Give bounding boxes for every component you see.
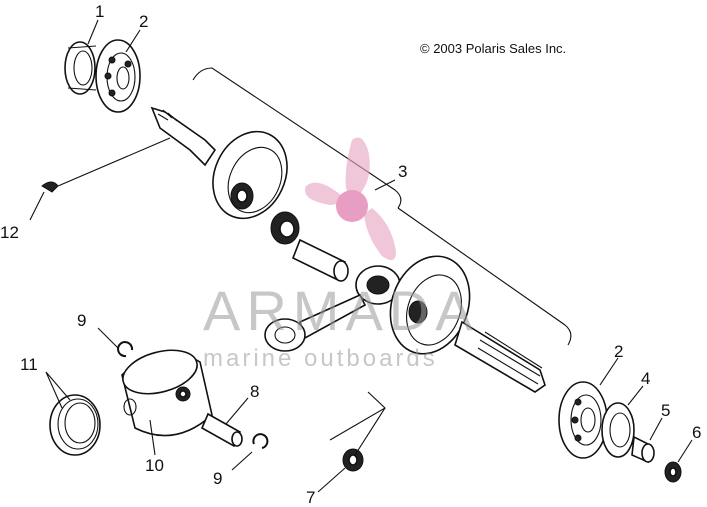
part-4-seal-right	[601, 402, 635, 458]
connecting-rod	[264, 265, 401, 352]
callout-4: 4	[641, 369, 650, 388]
callout-2-right: 2	[614, 342, 623, 361]
part-1-seal	[64, 41, 97, 95]
callout-9-bottom: 9	[213, 469, 222, 488]
callout-3: 3	[398, 162, 407, 181]
copyright-text: © 2003 Polaris Sales Inc.	[420, 41, 566, 56]
part-2-bearing-right	[558, 381, 608, 459]
part-9-clip-top	[117, 341, 134, 358]
part-7-needle-bearing	[329, 391, 386, 472]
part-8-wrist-pin	[200, 412, 243, 448]
callout-6: 6	[692, 423, 701, 442]
part-11-piston-rings	[49, 394, 101, 456]
part-2-bearing-top	[95, 39, 141, 113]
small-needle-bearing	[270, 211, 300, 245]
group-3-bracket	[192, 67, 572, 346]
crankshaft-right-half	[389, 255, 546, 393]
callout-9-top: 9	[77, 311, 86, 330]
callout-1: 1	[95, 2, 104, 21]
part-12-woodruff-key	[41, 137, 171, 193]
part-10-piston	[121, 349, 213, 437]
leader-lines	[29, 19, 693, 493]
callout-12: 12	[0, 223, 19, 242]
crank-pin	[291, 238, 349, 282]
part-5-spacer	[631, 435, 655, 464]
crankshaft-left-half	[150, 106, 288, 220]
callout-10: 10	[145, 456, 164, 475]
callout-2-top: 2	[139, 12, 148, 31]
callout-11: 11	[20, 355, 38, 374]
callout-7: 7	[306, 488, 315, 507]
watermark-brand: ARMADA	[203, 279, 479, 342]
callout-8: 8	[250, 382, 259, 401]
part-9-clip-bottom	[252, 433, 269, 449]
part-6-nut	[664, 461, 682, 483]
watermark-tagline: marine outboards	[203, 345, 438, 372]
callout-5: 5	[661, 401, 670, 420]
armada-logo-watermark	[305, 137, 396, 261]
